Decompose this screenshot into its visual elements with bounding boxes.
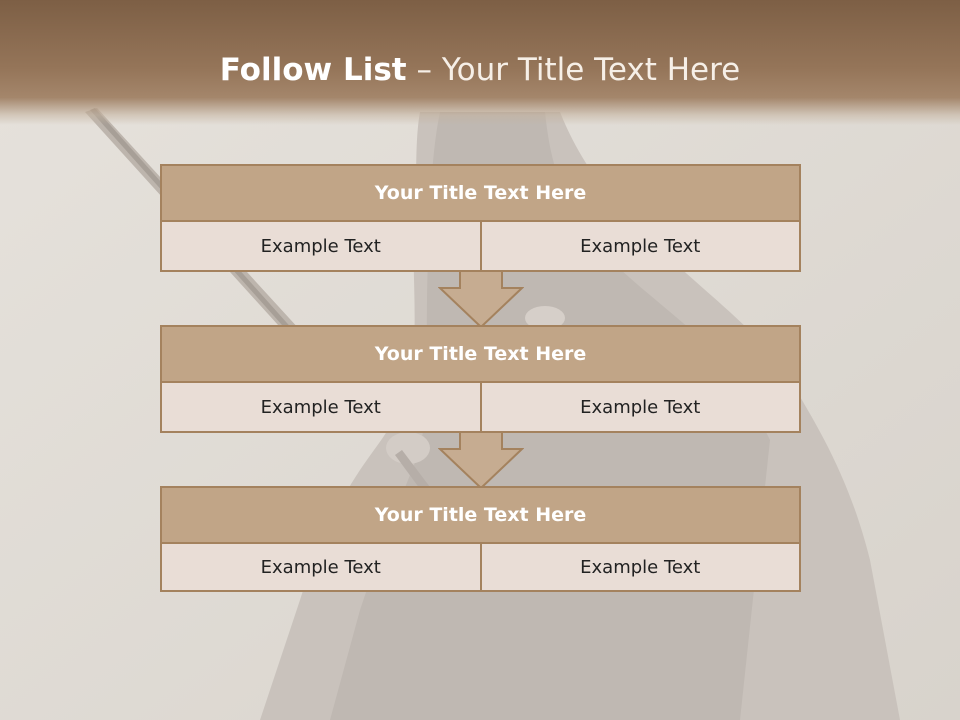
block-left-cell: Example Text	[162, 222, 482, 270]
block-left-cell: Example Text	[162, 383, 482, 431]
block-right-cell: Example Text	[481, 383, 799, 431]
block-title: Your Title Text Here	[162, 488, 799, 544]
block-right-cell: Example Text	[481, 222, 799, 270]
slide-title-rest: – Your Title Text Here	[406, 52, 741, 88]
list-block-1: Your Title Text Here Example Text Exampl…	[160, 164, 801, 272]
header-band	[0, 0, 960, 125]
slide-title: Follow List – Your Title Text Here	[0, 52, 960, 88]
block-left-cell: Example Text	[162, 544, 482, 590]
block-title: Your Title Text Here	[162, 166, 799, 222]
block-right-cell: Example Text	[481, 544, 799, 590]
list-block-3: Your Title Text Here Example Text Exampl…	[160, 486, 801, 592]
down-arrow-icon	[438, 270, 524, 328]
down-arrow-icon	[438, 431, 524, 489]
list-block-2: Your Title Text Here Example Text Exampl…	[160, 325, 801, 433]
slide-title-bold: Follow List	[219, 52, 407, 88]
block-title: Your Title Text Here	[162, 327, 799, 383]
